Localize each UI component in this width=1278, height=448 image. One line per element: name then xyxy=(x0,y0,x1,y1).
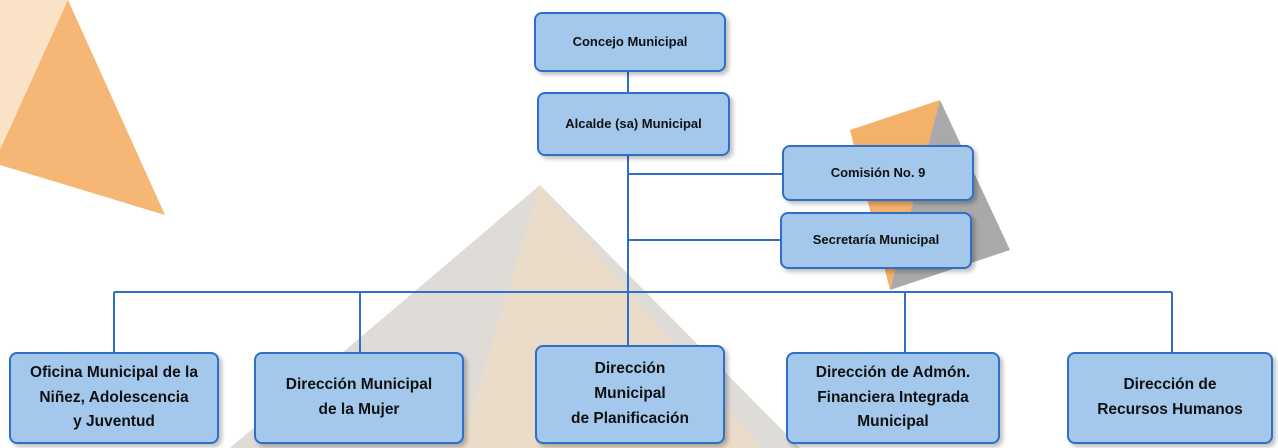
node-concejo-municipal: Concejo Municipal xyxy=(534,12,726,72)
node-label-line: de la Mujer xyxy=(318,401,400,418)
node-label: Comisión No. 9 xyxy=(830,164,926,180)
node-label-line: Dirección de Admón. xyxy=(815,363,971,381)
node-label: Secretaría Municipal xyxy=(812,232,940,248)
node-oficina-ninez: Oficina Municipal de la Niñez, Adolescen… xyxy=(9,352,219,444)
node-label-line: Oficina Municipal de la xyxy=(30,363,198,381)
node-direccion-mujer: Dirección Municipal de la Mujer xyxy=(254,352,464,444)
bg-cream-wedge xyxy=(0,0,68,150)
node-direccion-financiera: Dirección de Admón. Financiera Integrada… xyxy=(786,352,1000,444)
node-label-line: y Juventud xyxy=(73,413,155,431)
node-alcalde-municipal: Alcalde (sa) Municipal xyxy=(537,92,730,156)
node-label: Alcalde (sa) Municipal xyxy=(565,115,702,131)
node-label-line: de Planificación xyxy=(570,409,689,427)
node-label-line: Recursos Humanos xyxy=(1097,401,1243,418)
node-secretaria-municipal: Secretaría Municipal xyxy=(780,212,972,269)
node-label-line: Financiera Integrada xyxy=(817,388,969,406)
node-comision-no-9: Comisión No. 9 xyxy=(782,145,974,201)
node-label-line: Municipal xyxy=(857,413,929,431)
node-label-line: Municipal xyxy=(594,385,666,403)
node-label-line: Dirección de xyxy=(1123,376,1217,394)
node-label: Concejo Municipal xyxy=(572,33,688,49)
node-direccion-rrhh: Dirección de Recursos Humanos xyxy=(1067,352,1273,444)
node-label-line: Niñez, Adolescencia xyxy=(39,388,189,406)
node-label-line: Dirección Municipal xyxy=(285,376,433,394)
node-direccion-planificacion: Dirección Municipal de Planificación xyxy=(535,345,725,444)
node-label-line: Dirección xyxy=(594,360,666,378)
